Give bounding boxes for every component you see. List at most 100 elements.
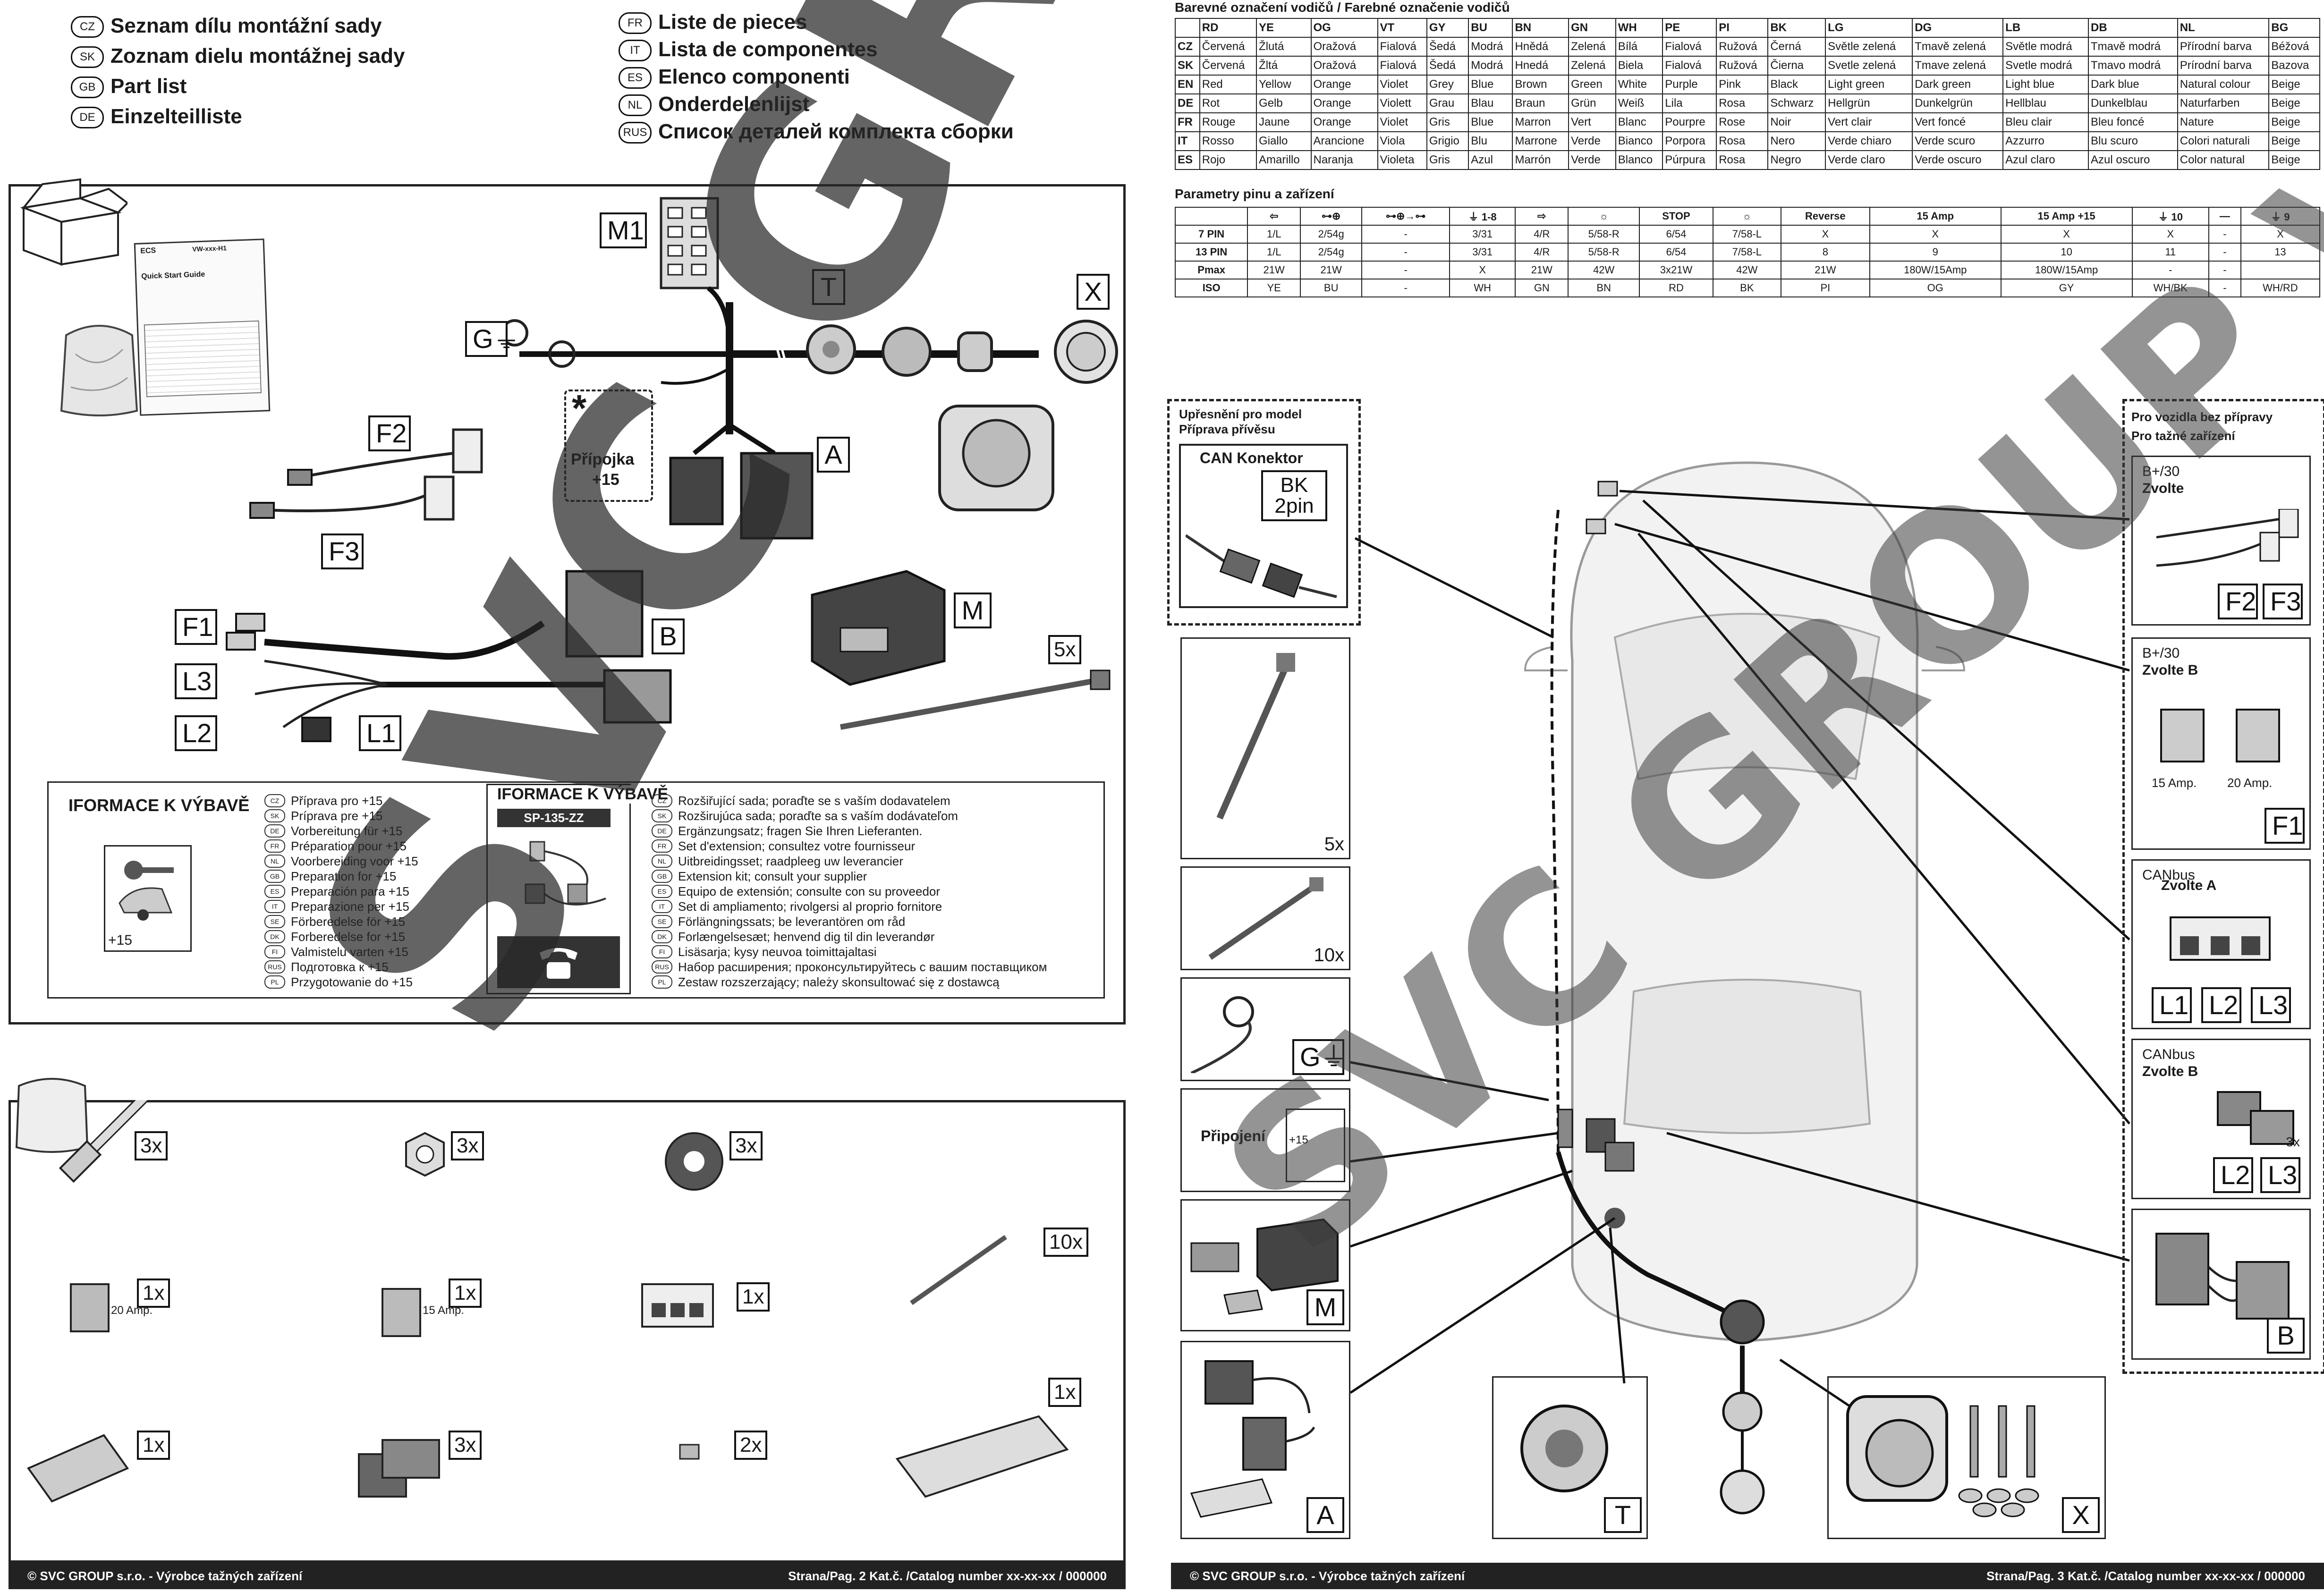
f1-label: F1 (2265, 808, 2305, 844)
info-item-text: Preparazione per +15 (291, 899, 409, 914)
table-cell: Beige (2268, 131, 2320, 151)
label-x: X (1077, 274, 1110, 310)
info-item-text: Forlængelsesæt; henvend dig til din leve… (678, 929, 935, 944)
title-sk: Zoznam dielu montážnej sady (110, 44, 405, 68)
label-g: G⏚ (465, 321, 520, 357)
label-m: M (954, 593, 992, 628)
language-code-badge: DE (652, 824, 672, 838)
label-l2: L2 (175, 715, 217, 751)
harness-a-label: A (1306, 1497, 1344, 1533)
info-item-text: Set di ampliamento; rivolgersi al propri… (678, 899, 942, 914)
table-cell: 6/54 (1639, 225, 1713, 244)
table-cell: - (2208, 279, 2241, 297)
parts-frame (8, 184, 1126, 1025)
table-cell: Tmave zelená (1912, 56, 2004, 76)
table-cell: Hnedá (1512, 56, 1569, 76)
pripojeni-label: Připojení (1201, 1127, 1265, 1144)
telephone-icon (540, 948, 577, 979)
f3-label: F3 (2263, 584, 2303, 619)
table-cell: Natural colour (2177, 75, 2270, 94)
table-cell: Orange (1310, 112, 1378, 132)
table-cell: Amarillo (1256, 150, 1312, 170)
label-f2: F2 (368, 415, 411, 451)
table-cell: - (1361, 279, 1450, 297)
language-code-badge: CZ (652, 794, 672, 807)
table-cell: Nature (2177, 112, 2270, 132)
info-item-text: Набор расширения; проконсультируйтесь с … (678, 959, 1047, 974)
table-cell: Modrá (1468, 56, 1513, 76)
title-cz: Seznam dílu montážní sady (110, 14, 382, 37)
table-cell: Blanco (1615, 150, 1663, 170)
footer-left: © SVC GROUP s.r.o. - Výrobce tažných zař… (8, 1563, 1126, 1589)
table-cell: Weiß (1615, 93, 1663, 113)
table-cell: 6/54 (1639, 243, 1713, 262)
pripojka-label: Přípojka (571, 450, 635, 468)
right-page: Barevné označení vodičů / Farebné označe… (1167, 0, 2324, 1592)
language-code-badge: PL (264, 975, 285, 989)
language-code-badge: GB (264, 870, 285, 883)
language-code-badge: ES (264, 885, 285, 898)
table-cell: Biela (1615, 56, 1663, 76)
table-cell: Orange (1310, 75, 1378, 94)
count-canbus: 1x (737, 1282, 770, 1312)
table-cell: Violet (1377, 112, 1427, 132)
table-cell: 10 (2000, 243, 2133, 262)
info-item-text: Příprava pro +15 (291, 793, 383, 808)
table-cell: X (2131, 225, 2209, 244)
info-left-heading: IFORMACE K VÝBAVĚ (68, 796, 250, 815)
table-cell: Zelená (1568, 37, 1616, 57)
table-header-cell: ☼ (1712, 207, 1781, 226)
table-cell: Grün (1568, 93, 1616, 113)
table-cell: Verde scuro (1912, 131, 2004, 151)
can-konektor-title: CAN Konektor (1200, 449, 1303, 466)
canbus-b-box: CANbus Zvolte B 3x L2 L3 (2131, 1039, 2311, 1199)
language-code-badge: PL (652, 975, 672, 989)
count-fuse-20: 1x (137, 1279, 170, 1308)
table-cell: DE (1175, 93, 1200, 113)
table-cell: Prírodní barva (2177, 56, 2270, 76)
language-code-badge: SK (264, 809, 285, 822)
count-bolts: 3x (135, 1131, 168, 1160)
table-cell: Light blue (2002, 75, 2089, 94)
ties10-count: 10x (1314, 945, 1345, 965)
table-cell: Grigio (1426, 131, 1469, 151)
footer-right-copyright: © SVC GROUP s.r.o. - Výrobce tažných zař… (1190, 1568, 1465, 1583)
table-cell: 42W (1712, 261, 1781, 279)
ground-icon: ⏚ (493, 324, 520, 354)
plus15-small: +15 (1289, 1134, 1308, 1146)
table-header-cell: 15 Amp +15 (2000, 207, 2133, 226)
title-nl: Onderdelenlijst (658, 93, 810, 116)
table-cell: 13 PIN (1174, 243, 1248, 262)
table-cell: Verde claro (1825, 150, 1913, 170)
table-cell: 4/R (1515, 243, 1569, 262)
count-washers: 3x (729, 1131, 763, 1160)
module-image (1190, 1218, 1339, 1315)
plus15-label: +15 (108, 932, 132, 948)
l2b-label: L2 (2213, 1157, 2253, 1193)
ground-icon: ⏚ (1320, 1042, 1347, 1072)
table-cell: Naturfarben (2177, 93, 2270, 113)
table-cell: CZ (1175, 37, 1200, 57)
table-header-cell: GN (1568, 18, 1616, 38)
table-cell: - (2208, 243, 2241, 262)
canbus-b-image (2217, 1091, 2294, 1145)
table-cell: Tmavě zelená (1912, 37, 2004, 57)
info-item-text: Forberedelse for +15 (291, 929, 406, 944)
language-code-badge: ES (652, 885, 672, 898)
table-cell: Azul (1468, 150, 1513, 170)
language-code-badge: GB (652, 870, 672, 883)
info-right-panel: IFORMACE K VÝBAVĚ SP-135-ZZ (486, 784, 669, 994)
info-item-text: Подготовка к +15 (291, 959, 389, 974)
table-cell: Žltá (1256, 56, 1312, 76)
table-cell: Blau (1468, 93, 1513, 113)
info-item-text: Preparación para +15 (291, 884, 409, 898)
f2-label: F2 (2218, 584, 2258, 619)
